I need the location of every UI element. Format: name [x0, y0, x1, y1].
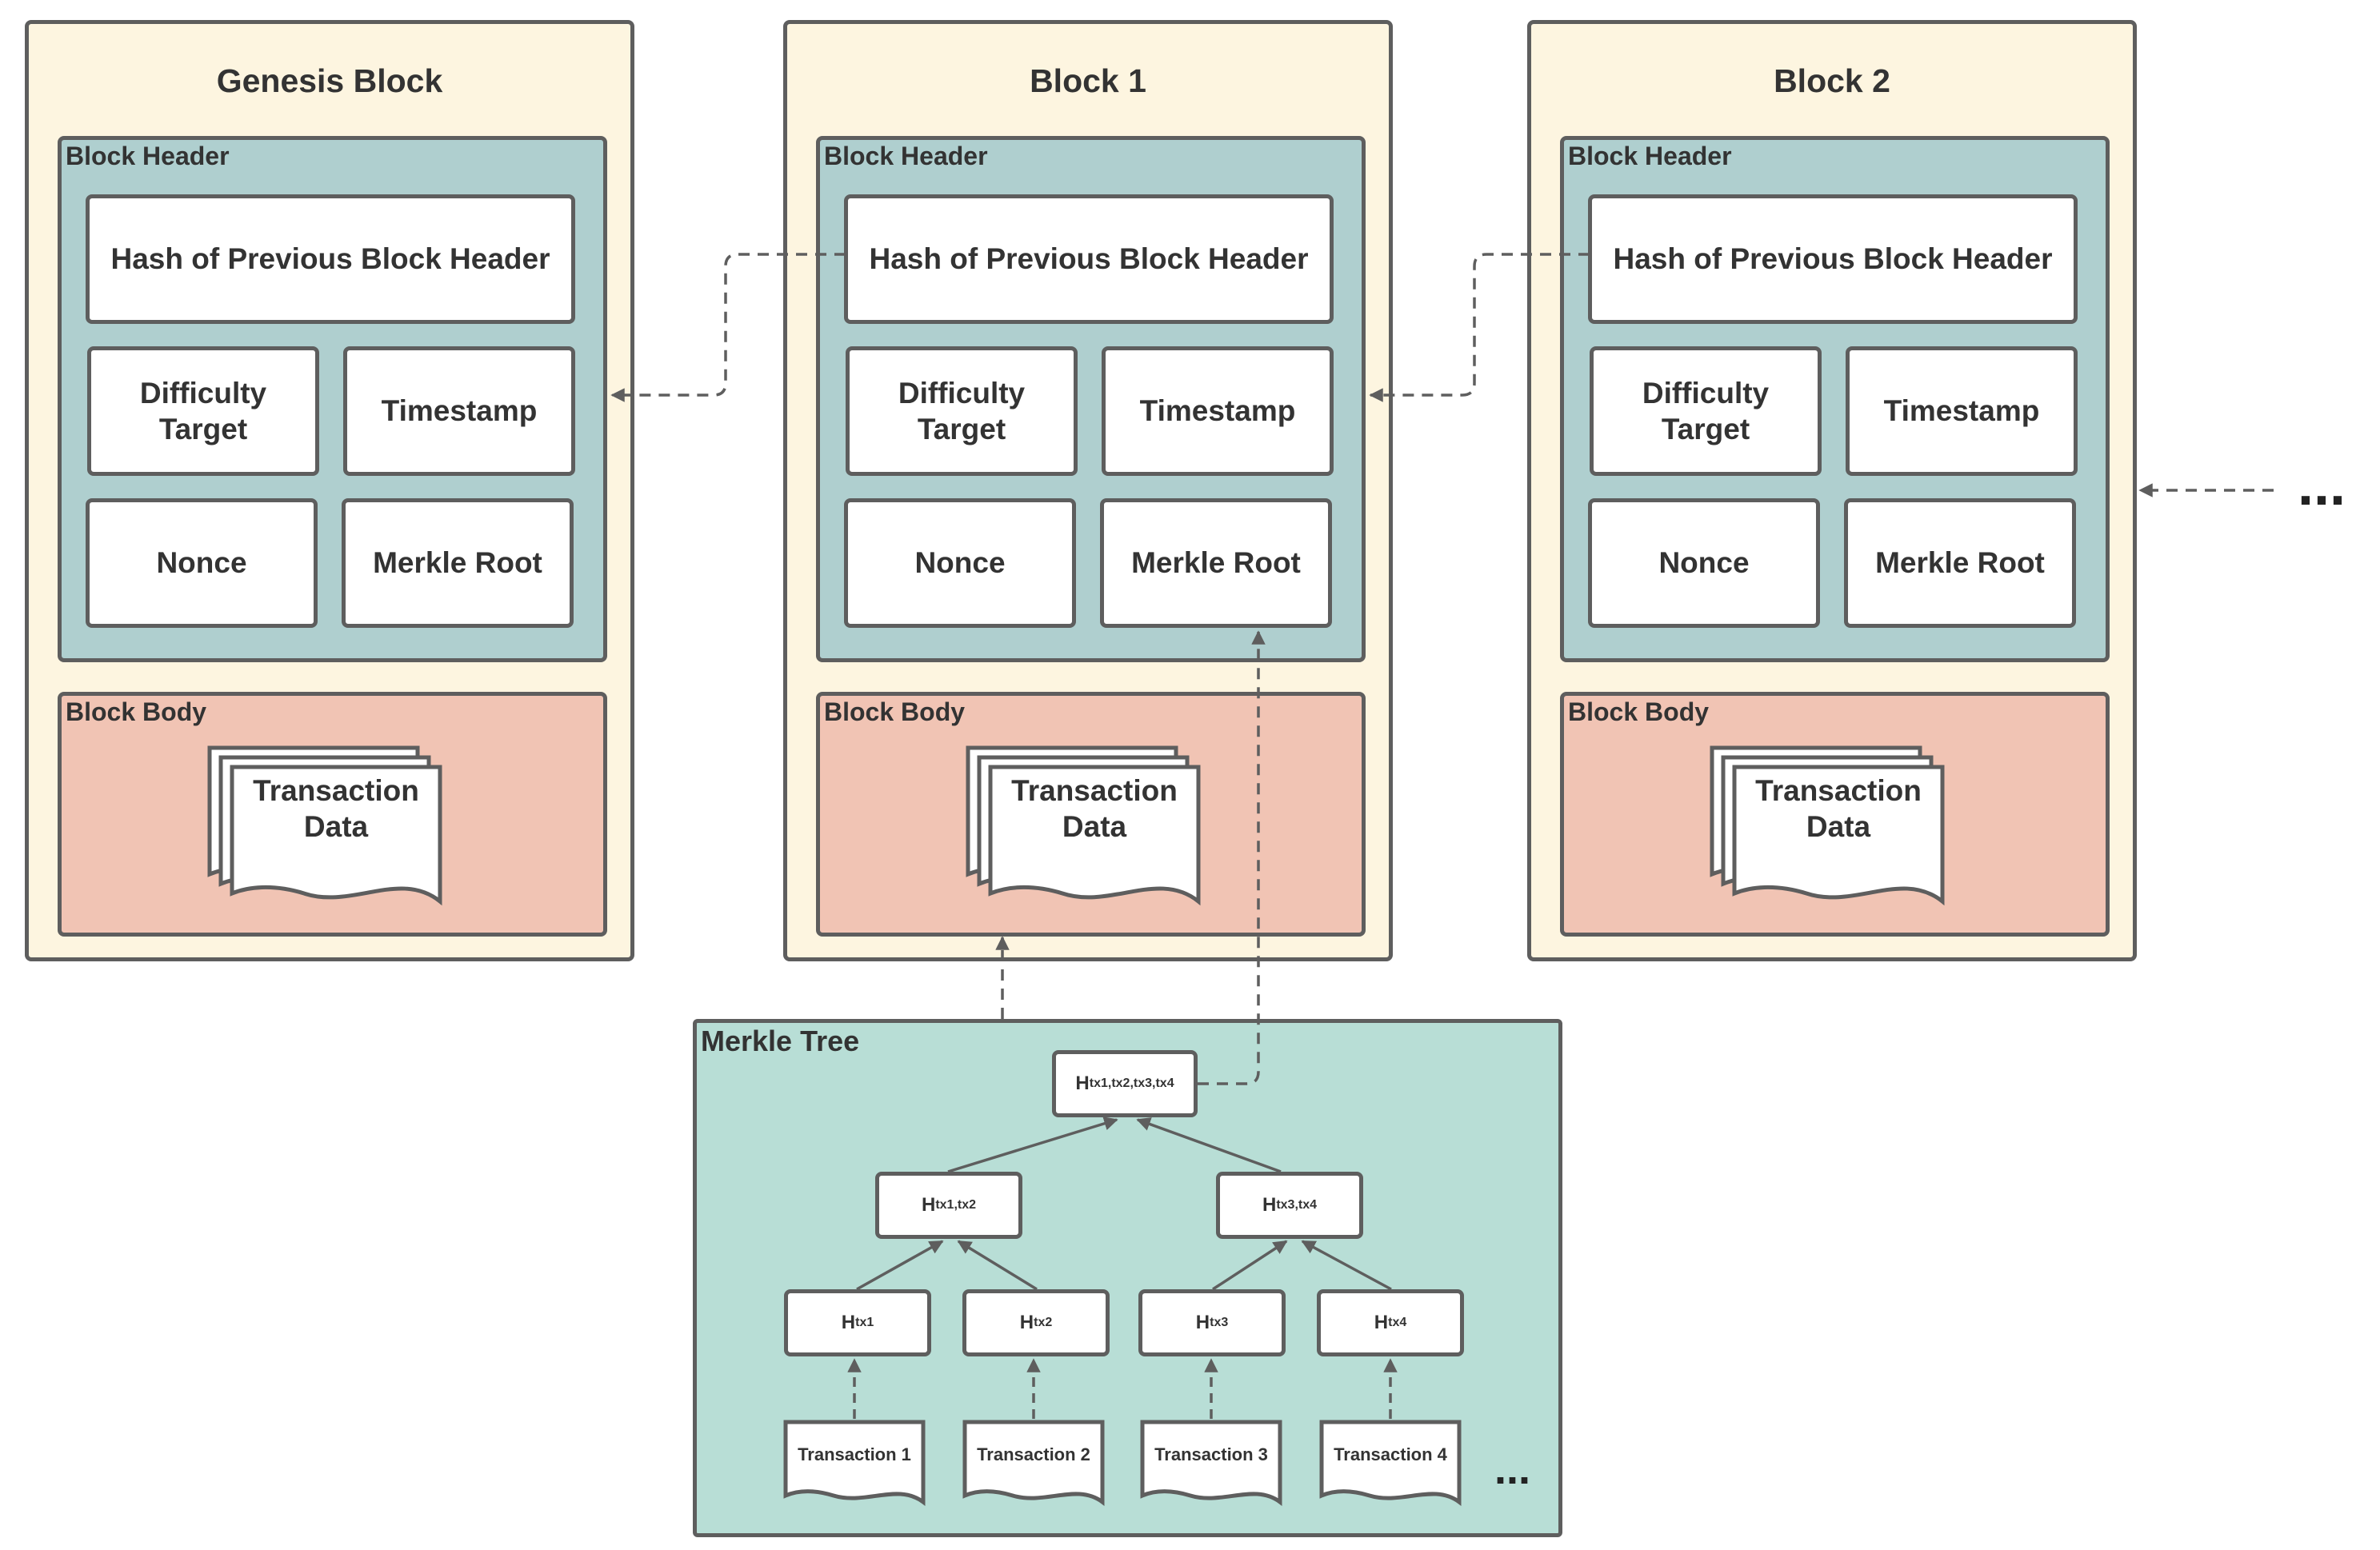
chain-link-connector — [610, 253, 846, 402]
block-header-label: Block Header — [824, 142, 988, 170]
difficulty-target-field: Difficulty Target — [1590, 346, 1822, 476]
block-header-panel: Block Header Hash of Previous Block Head… — [816, 136, 1366, 662]
transaction-data-label: Transaction Data — [1011, 774, 1178, 844]
transaction-label: Transaction 3 — [1154, 1444, 1268, 1464]
transaction-label: Transaction 1 — [798, 1444, 911, 1464]
timestamp-field: Timestamp — [1102, 346, 1334, 476]
difficulty-target-field: Difficulty Target — [87, 346, 319, 476]
difficulty-target-field: Difficulty Target — [846, 346, 1078, 476]
transaction-label: Transaction 4 — [1334, 1444, 1447, 1464]
transaction-data-icon — [207, 745, 442, 906]
transaction-label: Transaction 2 — [977, 1444, 1090, 1464]
block-genesis: Genesis Block Block Header Hash of Previ… — [25, 20, 634, 961]
transaction-data-icon — [966, 745, 1201, 906]
block-header-panel: Block Header Hash of Previous Block Head… — [58, 136, 607, 662]
block-header-panel: Block Header Hash of Previous Block Head… — [1560, 136, 2110, 662]
more-transactions-ellipsis: ... — [1494, 1445, 1531, 1493]
transaction-data-label: Transaction Data — [1755, 774, 1922, 844]
nonce-field: Nonce — [86, 498, 318, 628]
transaction-data-label: Transaction Data — [253, 774, 419, 844]
merkle-root-connector — [1198, 630, 1266, 1085]
block-body-label: Block Body — [1568, 697, 1710, 726]
nonce-field: Nonce — [1588, 498, 1820, 628]
chain-continuation-ellipsis: ... — [2298, 453, 2346, 517]
transaction-doc-icon — [1140, 1420, 1282, 1506]
block-body-label: Block Body — [66, 697, 207, 726]
transaction-doc-icon — [783, 1420, 926, 1506]
transaction-doc-icon — [1319, 1420, 1462, 1506]
block-title: Genesis Block — [216, 62, 443, 99]
block-header-label: Block Header — [66, 142, 230, 170]
transaction-to-leaf-edges — [847, 1358, 1398, 1419]
block-body-label: Block Body — [824, 697, 966, 726]
chain-link-connector — [1369, 253, 1590, 402]
timestamp-field: Timestamp — [1846, 346, 2078, 476]
block-header-label: Block Header — [1568, 142, 1732, 170]
hash-prev-field: Hash of Previous Block Header — [844, 194, 1334, 324]
merkle-root-field: Merkle Root — [342, 498, 574, 628]
merkle-root-field: Merkle Root — [1100, 498, 1332, 628]
transaction-doc-icon — [962, 1420, 1105, 1506]
merkle-tree-label: Merkle Tree — [701, 1025, 860, 1057]
transaction-data-icon — [1710, 745, 1945, 906]
timestamp-field: Timestamp — [343, 346, 575, 476]
block-title: Block 1 — [1030, 62, 1146, 99]
merkle-root-field: Merkle Root — [1844, 498, 2076, 628]
hash-prev-field: Hash of Previous Block Header — [1588, 194, 2078, 324]
hash-prev-field: Hash of Previous Block Header — [86, 194, 575, 324]
nonce-field: Nonce — [844, 498, 1076, 628]
merkle-tree-edges — [856, 1117, 1392, 1291]
block-title: Block 2 — [1774, 62, 1890, 99]
